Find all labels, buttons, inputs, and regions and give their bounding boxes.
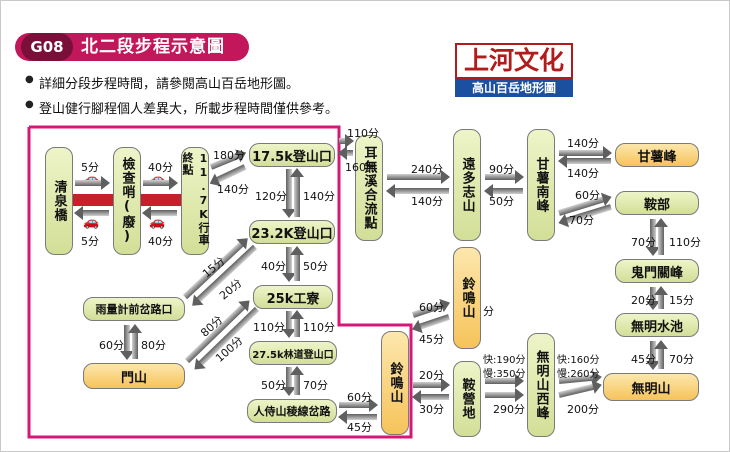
node-yuanduozhi: 遠多志山: [453, 129, 481, 241]
node-lingming-mountain-low: 鈴鳴山: [381, 331, 409, 435]
node-rain-gauge-junction: 雨量計前岔路口: [83, 297, 185, 321]
path-arrow: [132, 331, 138, 359]
note-1: 詳細分段步程時間，請參閱高山百岳地形圖。: [25, 73, 299, 92]
time-label: 分: [483, 305, 494, 318]
path-arrow: [419, 394, 449, 400]
time-label: 40分: [148, 235, 173, 248]
route-code: G08: [21, 33, 73, 61]
time-label: 45分: [347, 421, 372, 434]
node-road-end: 11.7K行車終點: [181, 147, 210, 255]
node-qingquan-bridge: 清泉橋: [45, 147, 73, 255]
time-label: 30分: [419, 403, 444, 416]
node-menshan: 門山: [83, 363, 185, 389]
time-label: 290分: [493, 403, 525, 416]
node-erwuxi-confluence: 耳無溪合流點: [355, 135, 383, 241]
time-label: 5分: [81, 235, 99, 248]
time-label: 110分: [253, 321, 285, 334]
time-label: 45分: [419, 333, 444, 346]
time-label: 60分: [575, 189, 600, 202]
path-arrow: [294, 253, 300, 281]
node-17k-trailhead: 17.5k登山口: [249, 143, 335, 167]
path-arrow: [658, 293, 664, 309]
time-label-slow: 慢:260分: [557, 369, 600, 380]
time-label: 110分: [347, 127, 379, 140]
path-arrow: [143, 176, 178, 190]
note-2: 登山健行腳程個人差異大，所載步程時間僅供參考。: [25, 98, 338, 117]
time-label: 80分: [141, 339, 166, 352]
time-label-fast: 快:160分: [557, 355, 600, 366]
node-27k-trailhead: 27.5k林道登山口: [249, 341, 337, 365]
time-label: 20分: [631, 294, 656, 307]
time-label: 40分: [261, 260, 286, 273]
time-label: 5分: [81, 161, 99, 174]
time-label: 45分: [631, 353, 656, 366]
time-label: 20分: [419, 369, 444, 382]
path-arrow: [81, 210, 109, 216]
path-arrow: [294, 373, 300, 395]
path-arrow: [345, 150, 353, 156]
node-wuming-pool: 無明水池: [615, 313, 699, 337]
node-saddle: 鞍部: [615, 191, 699, 215]
publisher-logo: 上河文化: [455, 43, 573, 79]
node-wuming-west-peak: 無明山西峰: [527, 333, 555, 437]
car-icon: 🚗: [83, 215, 100, 230]
time-label: 160分: [345, 161, 377, 174]
time-label: 240分: [411, 163, 443, 176]
time-label: 140分: [567, 167, 599, 180]
node-ganshu-peak: 甘薯峰: [615, 143, 699, 167]
time-label: 110分: [669, 236, 701, 249]
path-arrow: [658, 225, 664, 255]
node-guimen-peak: 鬼門關峰: [615, 259, 699, 283]
node-23k-trailhead: 23.2K登山口: [249, 220, 335, 244]
publisher-subtitle: 高山百岳地形圖: [455, 79, 573, 97]
time-label: 50分: [303, 260, 328, 273]
car-icon: 🚗: [149, 215, 166, 230]
time-label: 90分: [489, 163, 514, 176]
time-label: 140分: [303, 190, 335, 203]
path-arrow: [387, 170, 450, 184]
time-label-slow: 慢:350分: [483, 369, 526, 380]
time-label: 40分: [148, 161, 173, 174]
time-label-fast: 快:190分: [483, 355, 526, 366]
time-label: 70分: [669, 353, 694, 366]
path-arrow: [485, 388, 524, 402]
time-label: 70分: [303, 379, 328, 392]
time-label: 60分: [99, 339, 124, 352]
node-renshi-junction: 人侍山稜線岔路: [247, 399, 337, 423]
path-arrow: [149, 210, 177, 216]
time-label: 50分: [261, 379, 286, 392]
node-checkpoint: 檢查哨(廢): [113, 147, 141, 255]
path-arrow: [565, 158, 611, 164]
node-lingming-mountain-high: 鈴鳴山: [453, 247, 481, 349]
path-arrow: [559, 146, 612, 160]
time-label: 200分: [567, 403, 599, 416]
time-label: 110分: [303, 321, 335, 334]
time-label: 140分: [567, 137, 599, 150]
time-label: 60分: [419, 301, 444, 314]
path-arrow: [339, 134, 354, 148]
time-label: 140分: [411, 195, 443, 208]
path-arrow: [294, 175, 300, 217]
node-saddle-camp: 鞍營地: [453, 361, 481, 437]
time-label: 140分: [217, 183, 249, 196]
path-arrow: [485, 374, 524, 388]
path-arrow: [294, 317, 300, 337]
time-label: 180分: [213, 149, 245, 162]
time-label: 50分: [489, 195, 514, 208]
page-title: 北二段步程示意圖: [81, 37, 225, 57]
path-arrow: [658, 347, 664, 369]
time-label: 15分: [669, 294, 694, 307]
time-label: 60分: [347, 391, 372, 404]
node-ganshu-south-peak: 甘薯南峰: [527, 129, 555, 241]
time-label: 70分: [631, 236, 656, 249]
path-arrow: [485, 170, 524, 184]
path-arrow: [75, 176, 110, 190]
node-25k-cabin: 25k工寮: [253, 285, 333, 309]
time-label: 70分: [569, 214, 594, 227]
path-arrow: [413, 378, 450, 392]
time-label: 120分: [255, 190, 287, 203]
node-wuming-mountain: 無明山: [603, 373, 699, 401]
path-arrow: [339, 398, 378, 412]
